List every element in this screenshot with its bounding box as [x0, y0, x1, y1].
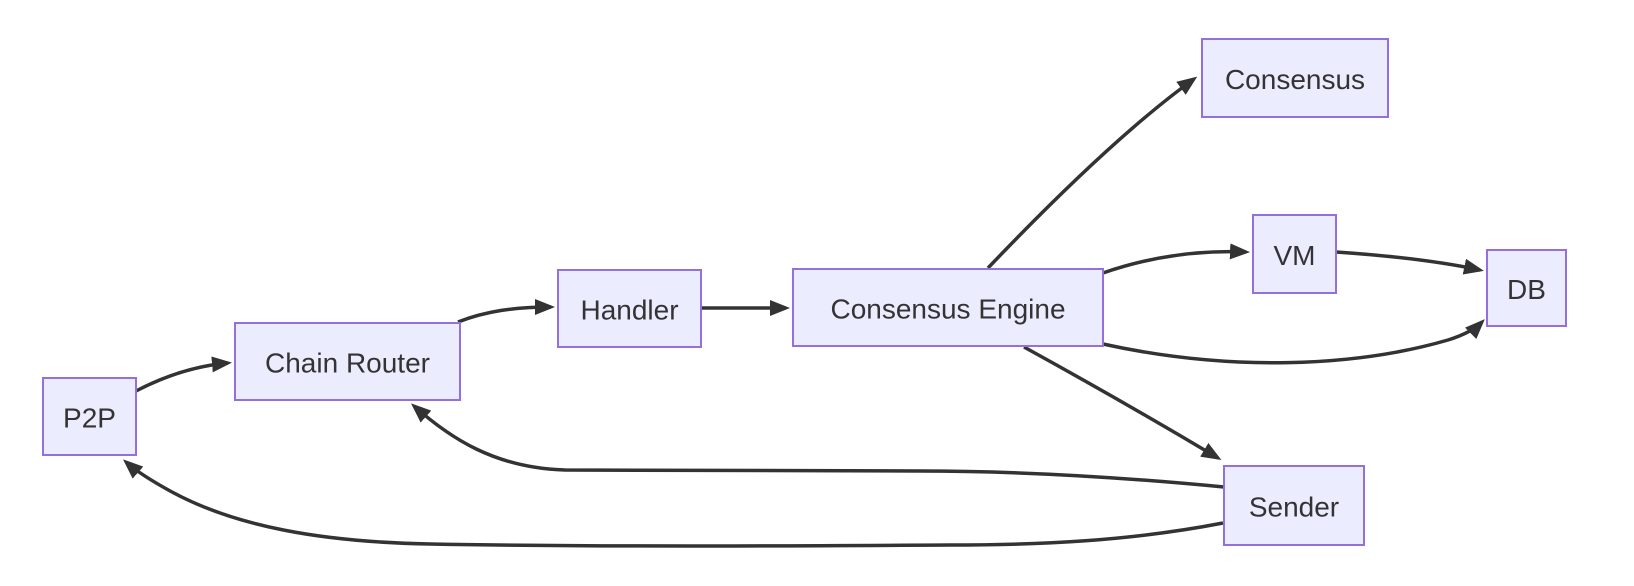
edge-sender-to-chain-router: [411, 403, 1225, 489]
node-handler-label: Handler: [580, 295, 678, 326]
node-chain-router-label: Chain Router: [265, 348, 430, 379]
nodes-layer: P2P Chain Router Handler Consensus Engin…: [42, 38, 1567, 546]
node-vm-label: VM: [1274, 240, 1316, 271]
edge-vm-to-db: [1335, 250, 1484, 275]
edge-consensus-engine-to-consensus: [986, 76, 1198, 270]
node-vm: VM: [1252, 214, 1337, 294]
node-sender-box: [1223, 465, 1365, 546]
node-db: DB: [1486, 249, 1567, 327]
edge-consensus-engine-to-db: [1102, 319, 1485, 365]
node-consensus-engine-label: Consensus Engine: [830, 294, 1065, 325]
node-vm-box: [1252, 214, 1337, 294]
edge-consensus-engine-to-sender: [1023, 345, 1222, 461]
edge-sender-to-p2p: [123, 459, 1224, 548]
node-db-box: [1486, 249, 1567, 327]
node-chain-router-box: [234, 322, 461, 401]
node-consensus-label: Consensus: [1225, 64, 1365, 95]
edge-p2p-to-chain-router: [135, 356, 232, 393]
edges-layer: [123, 76, 1485, 548]
edge-consensus-engine-to-vm: [1102, 243, 1250, 275]
node-consensus-engine-box: [792, 268, 1104, 347]
node-p2p: P2P: [42, 377, 137, 456]
node-handler-box: [557, 269, 702, 348]
node-chain-router: Chain Router: [234, 322, 461, 401]
node-p2p-label: P2P: [63, 403, 116, 434]
node-p2p-box: [42, 377, 137, 456]
edge-chain-router-to-handler: [457, 299, 555, 324]
node-consensus: Consensus: [1201, 38, 1389, 118]
node-handler: Handler: [557, 269, 702, 348]
node-sender-label: Sender: [1249, 492, 1339, 523]
node-consensus-engine: Consensus Engine: [792, 268, 1104, 347]
node-sender: Sender: [1223, 465, 1365, 546]
node-consensus-box: [1201, 38, 1389, 118]
node-db-label: DB: [1507, 274, 1546, 305]
